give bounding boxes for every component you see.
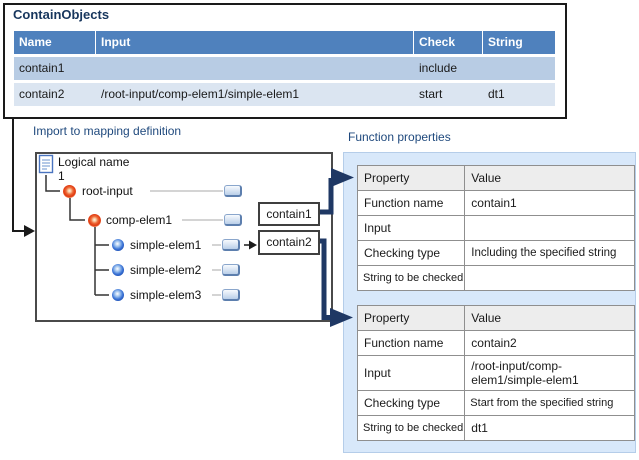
- tree-root-label: Logical name: [58, 155, 130, 169]
- property-label: Function name: [356, 330, 466, 356]
- property-value: [464, 265, 636, 291]
- property-value: Including the specified string: [464, 240, 636, 266]
- tree-node-root-input: root-input: [82, 184, 133, 198]
- mapping-handle: [222, 289, 240, 301]
- mapping-section-label: Import to mapping definition: [33, 124, 182, 138]
- table-to-tree-arrowhead: [24, 225, 35, 237]
- property-value: Start from the specified string: [464, 390, 636, 416]
- property-label: String to be checked: [356, 415, 466, 441]
- cell-name: contain2: [14, 83, 96, 106]
- property-row: String to be checked: [356, 265, 636, 291]
- property-label: Function name: [356, 190, 466, 216]
- cell-name: contain1: [14, 57, 96, 80]
- property-row: Checking type Start from the specified s…: [356, 390, 636, 416]
- properties-header-row: Property Value: [356, 305, 636, 331]
- property-label: Input: [356, 355, 466, 391]
- complex-element-icon: [88, 214, 101, 227]
- cell-check: start: [414, 83, 483, 106]
- contain-objects-table: Name Input Check String contain1 include…: [14, 31, 555, 106]
- property-label: Input: [356, 215, 466, 241]
- function-properties-table-2: Property Value Function name contain2 In…: [356, 305, 636, 441]
- mapping-tree-box: [35, 152, 333, 322]
- property-row: Function name contain1: [356, 190, 636, 216]
- mapping-handle: [224, 214, 242, 226]
- properties-section-label: Function properties: [348, 130, 451, 144]
- cell-string: [483, 57, 555, 80]
- function-properties-table-1: Property Value Function name contain1 In…: [356, 165, 636, 291]
- contain-objects-box: [3, 3, 567, 119]
- header-value: Value: [464, 305, 636, 331]
- table-row: contain1 include: [14, 57, 555, 80]
- table-row: contain2 /root-input/comp-elem1/simple-e…: [14, 83, 555, 106]
- column-header-input: Input: [96, 31, 414, 54]
- property-row: Checking type Including the specified st…: [356, 240, 636, 266]
- document-icon: [38, 154, 54, 174]
- table-header-row: Name Input Check String: [14, 31, 555, 54]
- header-property: Property: [356, 165, 466, 191]
- mapping-handle: [222, 264, 240, 276]
- cell-check: include: [414, 57, 483, 80]
- tree-root-label-line2: 1: [58, 169, 65, 183]
- cell-input: /root-input/comp-elem1/simple-elem1: [96, 83, 414, 106]
- property-value: /root-input/comp-elem1/simple-elem1: [464, 355, 636, 391]
- contain2-function-box: contain2: [258, 230, 320, 255]
- simple-element-icon: [112, 239, 124, 251]
- contain-objects-title: ContainObjects: [13, 7, 110, 22]
- tree-node-simple-elem1: simple-elem1: [130, 238, 202, 252]
- property-label: Checking type: [356, 390, 466, 416]
- contain1-function-box: contain1: [258, 202, 320, 226]
- header-property: Property: [356, 305, 466, 331]
- mapping-handle: [224, 185, 242, 197]
- property-label: Checking type: [356, 240, 466, 266]
- cell-input: [96, 57, 414, 80]
- tree-node-simple-elem3: simple-elem3: [130, 288, 202, 302]
- tree-node-comp-elem1: comp-elem1: [106, 213, 173, 227]
- simple-element-icon: [112, 264, 124, 276]
- mapping-handle: [222, 239, 240, 251]
- property-row: Input: [356, 215, 636, 241]
- property-value: dt1: [464, 415, 636, 441]
- properties-header-row: Property Value: [356, 165, 636, 191]
- complex-element-icon: [63, 185, 76, 198]
- property-value: contain1: [464, 190, 636, 216]
- column-header-name: Name: [14, 31, 96, 54]
- property-row: Input /root-input/comp-elem1/simple-elem…: [356, 355, 636, 391]
- column-header-string: String: [483, 31, 555, 54]
- column-header-check: Check: [414, 31, 483, 54]
- property-row: String to be checked dt1: [356, 415, 636, 441]
- property-row: Function name contain2: [356, 330, 636, 356]
- property-value: [464, 215, 636, 241]
- property-value: contain2: [464, 330, 636, 356]
- tree-node-simple-elem2: simple-elem2: [130, 263, 202, 277]
- property-label: String to be checked: [356, 265, 466, 291]
- cell-string: dt1: [483, 83, 555, 106]
- header-value: Value: [464, 165, 636, 191]
- simple-element-icon: [112, 289, 124, 301]
- table-to-tree-connector: [12, 117, 24, 232]
